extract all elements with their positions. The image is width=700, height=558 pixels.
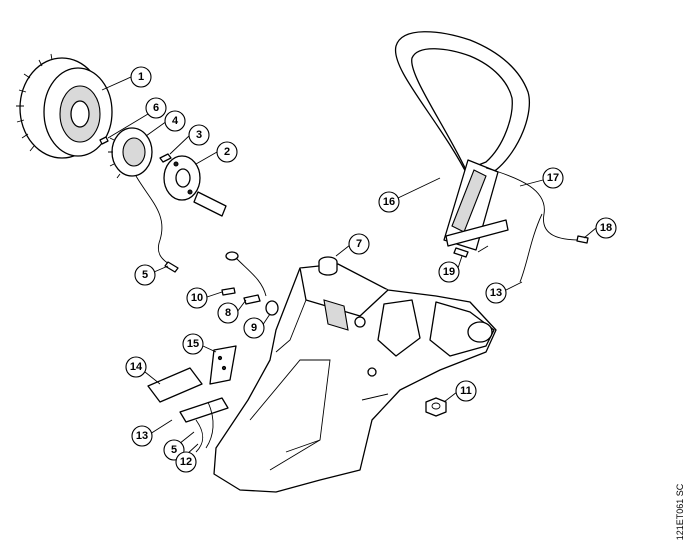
svg-text:2: 2 [224,146,230,158]
svg-text:3: 3 [196,129,202,141]
callout-14: 14 [125,356,147,378]
svg-text:4: 4 [172,115,179,127]
callout-3: 3 [188,124,210,146]
callout-1: 1 [130,66,152,88]
svg-text:6: 6 [153,102,159,114]
engine-housing-part [213,263,497,493]
handle-screw-part [453,245,489,258]
handle-bar-part [394,31,530,251]
svg-text:15: 15 [187,338,199,350]
svg-text:8: 8 [225,307,231,319]
svg-text:14: 14 [130,361,143,373]
callout-11: 11 [455,380,477,402]
svg-text:7: 7 [356,238,362,250]
starter-ring-part [108,127,153,179]
mounting-plate-part [163,155,201,201]
callout-15: 15 [182,333,204,355]
svg-text:9: 9 [251,322,257,334]
callout-17: 17 [542,167,564,189]
svg-text:19: 19 [443,266,455,278]
drawing-code-text: 121ET061 SC [675,483,685,541]
svg-text:10: 10 [191,292,203,304]
callout-19: 19 [438,261,460,283]
callout-13-right: 13 [485,282,507,304]
svg-text:13: 13 [136,430,148,442]
svg-text:17: 17 [547,172,559,184]
callout-16: 16 [378,191,400,213]
nut-part [425,397,447,417]
callout-13-lower: 13 [131,425,153,447]
svg-text:11: 11 [460,385,472,397]
callout-9: 9 [243,317,265,339]
callout-4: 4 [164,110,186,132]
callout-12: 12 [175,451,197,473]
svg-text:5: 5 [142,269,148,281]
callout-10: 10 [186,287,208,309]
svg-text:5: 5 [171,444,177,456]
svg-text:18: 18 [600,222,612,234]
callout-7: 7 [348,233,370,255]
ignition-wire-part [135,175,173,267]
svg-text:12: 12 [180,456,192,468]
grip-sleeve-part [193,191,227,217]
screw-part [99,136,172,163]
ground-wire-part [221,251,279,316]
callout-5-upper: 5 [134,264,156,286]
plug-part [318,256,338,276]
flywheel-part [16,53,113,159]
svg-text:1: 1 [138,71,144,83]
callout-18: 18 [595,217,617,239]
svg-text:16: 16 [383,196,395,208]
callout-2: 2 [216,141,238,163]
drawing-code-label: 121ET061 SC [673,472,687,552]
cable-part [485,167,581,241]
callout-8: 8 [217,302,239,324]
svg-text:13: 13 [490,287,502,299]
throttle-lever-part [147,345,237,453]
leader-lines [101,76,597,456]
callout-6: 6 [145,97,167,119]
